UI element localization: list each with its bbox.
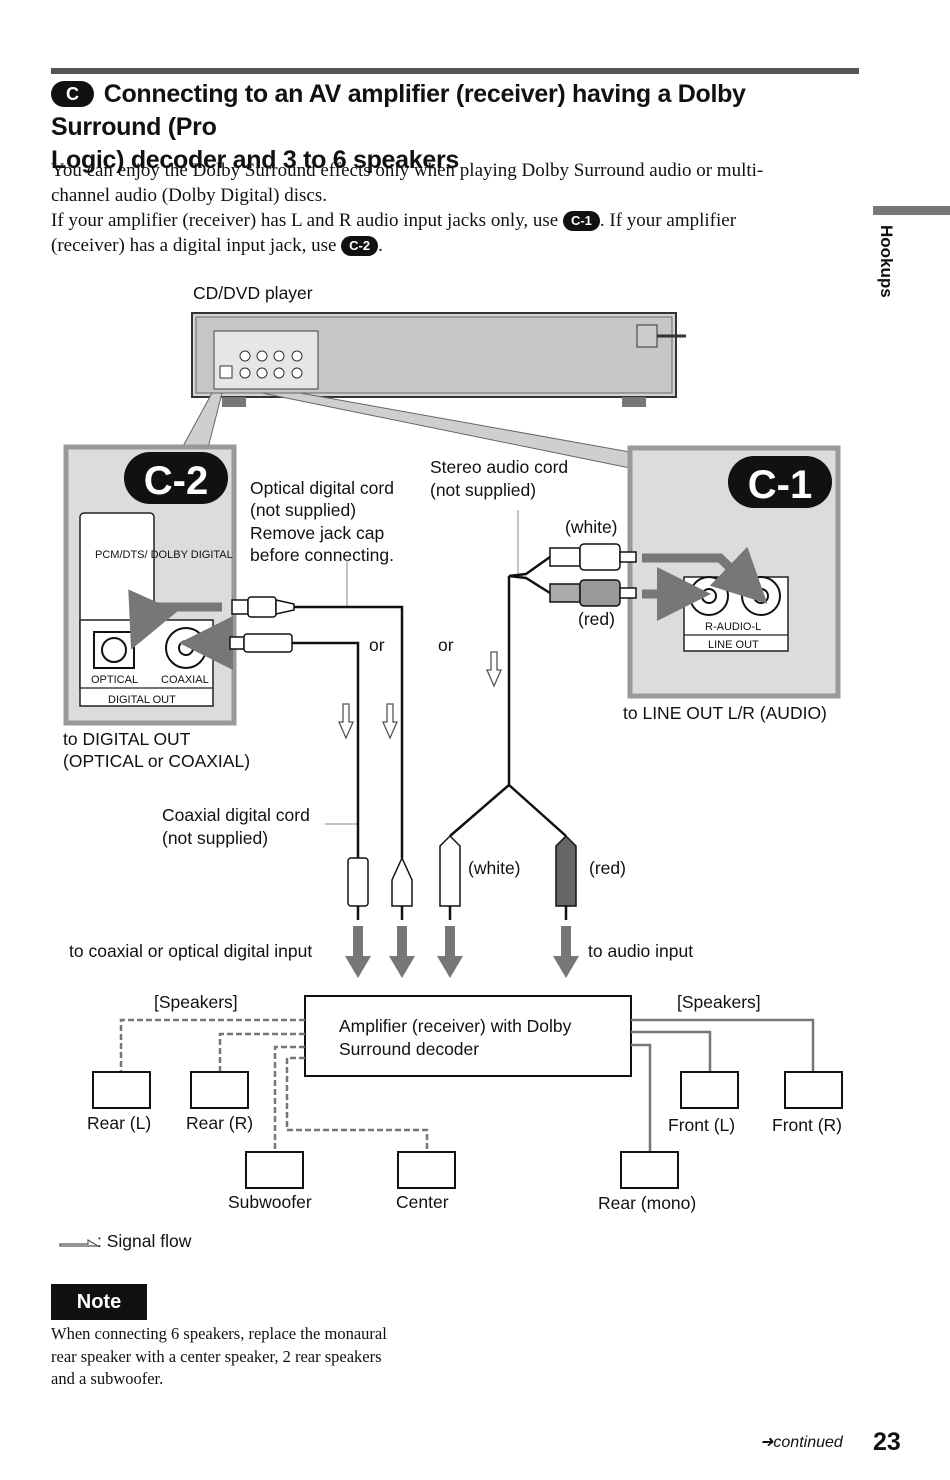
to-audio-input-label: to audio input [588,941,693,961]
stereo-audio-cord [449,543,637,837]
stereo-cord-label-1: Stereo audio cord [430,457,568,477]
signal-flow-label: : Signal flow [97,1231,192,1251]
white-plug-label-bottom: (white) [468,858,521,878]
continued-indicator: ➜continued [760,1432,843,1452]
speaker-wires-dashed [119,1018,429,1152]
speaker-wires-solid [631,1018,815,1152]
red-plug-label-top: (red) [578,609,615,629]
input-arrows [345,926,579,978]
coaxial-jack-label: COAXIAL [161,674,209,686]
note-line-3: and a subwoofer. [51,1369,164,1388]
dvd-player [191,312,686,407]
optical-cord-label-4: before connecting. [250,545,394,565]
top-rule [51,68,859,74]
to-digital-out-label-1: to DIGITAL OUT [63,729,191,749]
intro-line-4-end: . [378,235,383,256]
c2-badge [124,452,228,504]
coax-cord-label-1: Coaxial digital cord [162,805,310,825]
signal-flow-arrow-icon [59,1238,101,1247]
side-tab-hookups: Hookups [877,225,896,298]
speaker-rear-mono [620,1151,679,1189]
coaxial-jack-center [178,640,194,656]
c1-pill: C-1 [562,211,600,231]
speaker-center [397,1151,456,1189]
note-line-2: rear speaker with a center speaker, 2 re… [51,1346,382,1366]
intro-line-3: If your amplifier (receiver) has L and R… [51,210,563,231]
speaker-rear-r [190,1071,249,1109]
rear-r-label: Rear (R) [186,1113,253,1133]
rear-l-label: Rear (L) [87,1113,151,1133]
optical-cord [231,596,404,858]
optical-cord-label-2: (not supplied) [250,500,356,520]
amplifier-label-2: Surround decoder [339,1039,479,1059]
intro-line-3-end: . If your amplifier [599,210,737,231]
front-l-label: Front (L) [668,1115,735,1135]
optical-jack-label: OPTICAL [91,674,138,686]
signal-arrow-3 [486,651,502,688]
intro-line-4: (receiver) has a digital input jack, use [51,235,342,256]
section-badge: C [51,81,94,107]
coax-cord-label-2: (not supplied) [162,828,268,848]
note-label: Note [51,1284,147,1320]
signal-arrow-2 [382,703,398,740]
optical-jack-circle [101,637,127,663]
optical-cord-label-3: Remove jack cap [250,523,384,543]
front-r-label: Front (R) [772,1115,842,1135]
arrow-right-icon: ➜ [760,1434,774,1451]
white-plug-label-top: (white) [565,517,618,537]
speaker-subwoofer [245,1151,304,1189]
or-label-left: or [369,635,385,655]
intro-paragraph: You can enjoy the Dolby Surround effects… [51,158,861,258]
c2-callout [181,392,223,449]
r-audio-l-label: R-AUDIO-L [705,621,761,633]
signal-arrow-1 [338,703,354,740]
speakers-label-left: [Speakers] [154,992,238,1012]
c1-badge-label: C-1 [748,463,812,507]
intro-line-2: channel audio (Dolby Digital) discs. [51,185,327,206]
coaxial-cord [229,633,360,858]
c1-badge [728,456,832,508]
arrow-to-optical [128,589,222,650]
speakers-label-right: [Speakers] [677,992,761,1012]
optical-cord-label-1: Optical digital cord [250,478,394,498]
c2-pill: C-2 [341,236,379,256]
red-plug-label-bottom: (red) [589,858,626,878]
speaker-front-l [680,1071,739,1109]
note-text: When connecting 6 speakers, replace the … [51,1323,451,1391]
amplifier-box [304,995,632,1077]
or-label-right: or [438,635,454,655]
subwoofer-label: Subwoofer [228,1192,312,1212]
center-label: Center [396,1192,449,1212]
side-tab-bar [873,206,950,215]
player-label: CD/DVD player [193,283,313,303]
intro-line-1: You can enjoy the Dolby Surround effects… [51,160,764,181]
speaker-front-r [784,1071,843,1109]
arrow-to-line-out-l [642,546,768,604]
heading-line-2: Logic) decoder and 3 to 6 speakers [51,146,459,174]
stereo-cord-label-2: (not supplied) [430,480,536,500]
page-number: 23 [873,1428,901,1456]
bottom-plugs [347,834,577,920]
speaker-boxes [92,1071,843,1189]
digital-out-label: DIGITAL OUT [108,694,176,706]
amplifier-label-1: Amplifier (receiver) with Dolby [339,1016,572,1036]
continued-label: continued [773,1434,843,1451]
heading-line-1: Connecting to an AV amplifier (receiver)… [51,80,746,141]
dolby-digital-logo: PCM/DTS/ DOLBY DIGITAL [95,549,233,561]
line-out-label: LINE OUT [708,639,759,651]
rear-mono-label: Rear (mono) [598,1193,696,1213]
to-digital-out-label-2: (OPTICAL or COAXIAL) [63,751,250,771]
note-line-1: When connecting 6 speakers, replace the … [51,1324,387,1343]
to-coax-input-label: to coaxial or optical digital input [69,941,312,961]
speaker-rear-l [92,1071,151,1109]
to-line-out-label: to LINE OUT L/R (AUDIO) [623,703,827,723]
c2-badge-label: C-2 [144,459,208,503]
